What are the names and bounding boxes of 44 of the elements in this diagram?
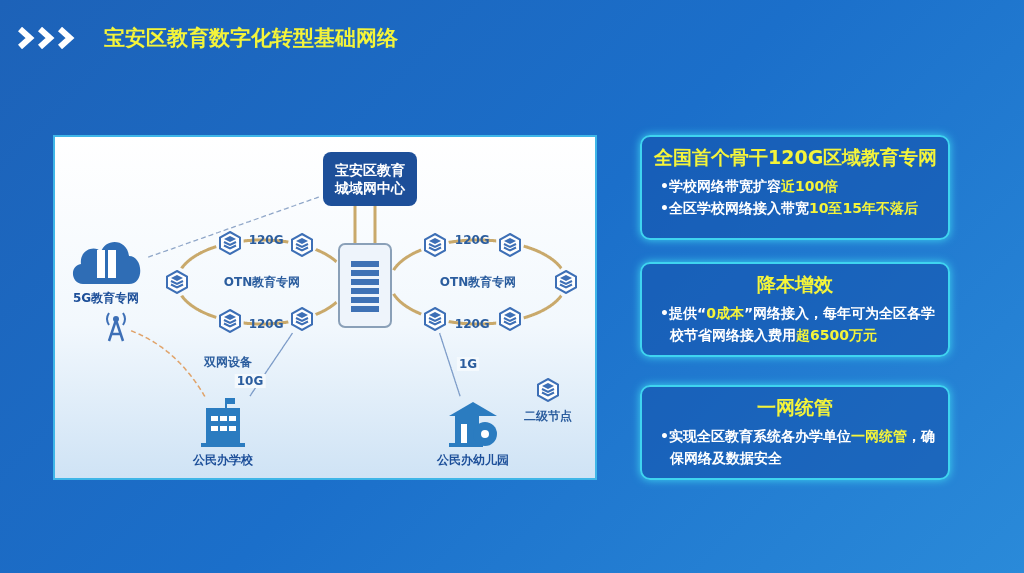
connector-line [392,292,423,316]
info-panel [640,262,950,357]
connector-line [314,301,338,316]
node-caption: 公民办幼儿园 [437,452,509,469]
connector-line [242,320,290,326]
process-box: 宝安区教育城域网中心 [323,152,417,206]
panel-heading: 一网统管 [756,395,834,420]
connector-line [373,206,377,243]
legend-label: 二级节点 [524,407,572,425]
bullet-text: •学校网络带宽扩容近100倍 [660,177,840,196]
page-title: 宝安区教育数字化转型基础网络 [104,25,398,52]
connector-line [180,294,218,319]
connector-line [242,238,290,244]
annotation-text: OTN教育专网 [439,273,517,291]
connector-line [447,320,498,326]
connector-line [147,195,322,258]
connector-line [447,238,498,244]
bullet-text: •提供“0成本”网络接入，每年可为全区各学校节省网络接入费用超6500万元 [660,304,936,345]
info-panel [640,135,950,240]
edge-label: 120G [247,316,285,331]
connector-line [314,248,338,263]
connector-line [522,294,563,320]
antenna-icon [103,310,129,342]
info-panel [640,385,950,480]
panel-heading: 全国首个骨干120G区域教育专网 [654,145,936,170]
edge-label: 120G [453,233,491,248]
edge-label: 10G [234,374,266,388]
connector-line [353,206,357,243]
bullet-text: •实现全区教育系统各办学单位一网统管，确保网络及数据安全 [660,427,936,468]
edge-label: 120G [247,233,285,248]
node-caption: 5G教育专网 [72,290,140,307]
bullet-text: •全区学校网络接入带宽10至15年不落后 [660,199,919,218]
edge-label: 120G [453,316,491,331]
panel-heading: 降本增效 [756,272,834,297]
connector-line [392,248,423,272]
edge-label: 1G [456,357,480,371]
node-caption: 公民办学校 [193,452,253,469]
annotation-text: 双网设备 [204,353,252,371]
connector-line [522,244,563,270]
connector-line [438,332,461,397]
annotation-text: OTN教育专网 [223,273,301,291]
connector-line [130,330,206,398]
connector-line [180,245,218,270]
server-rack-icon [338,243,392,328]
